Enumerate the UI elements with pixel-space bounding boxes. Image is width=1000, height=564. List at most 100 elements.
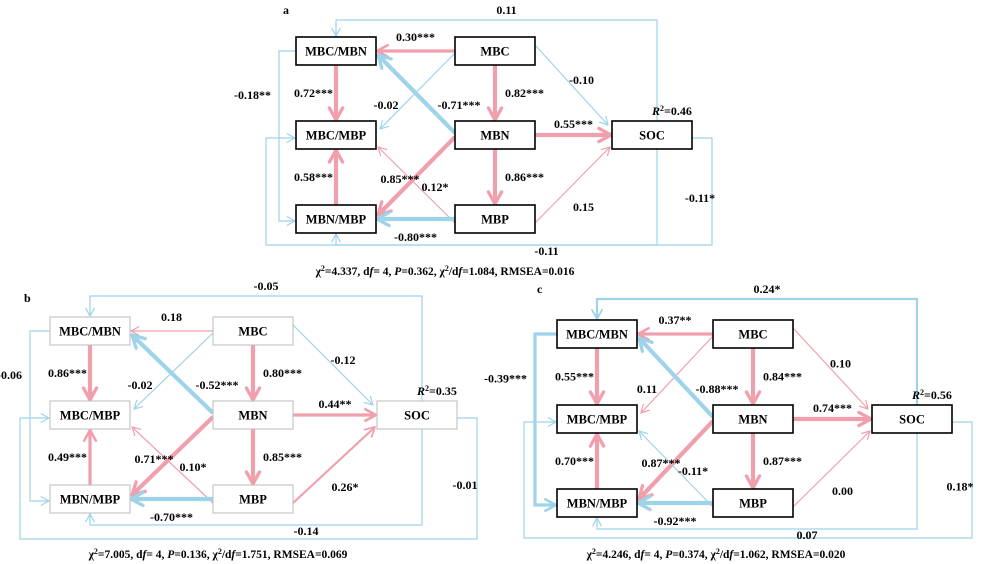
arrow-head xyxy=(130,326,140,336)
path-coefficient-label: -0.11* xyxy=(685,191,715,205)
path-mbc-mbn-to-mbn-mbp xyxy=(29,330,50,502)
path-coefficient-label: -0.39*** xyxy=(484,372,527,386)
path-coefficient-label: 0.82*** xyxy=(505,86,544,100)
path-coefficient-label: 0.85*** xyxy=(381,172,420,186)
arrow-head xyxy=(40,413,50,423)
node-box xyxy=(712,319,794,349)
node-label: MBN/MBP xyxy=(60,493,121,507)
arrow-head xyxy=(636,494,652,512)
arrow-head xyxy=(331,233,341,243)
node-label: MBC/MBN xyxy=(59,325,121,339)
arrow-head xyxy=(588,390,606,406)
node-mbn-mbp: MBN/MBP xyxy=(556,488,638,518)
node-mbn: MBN xyxy=(454,120,536,150)
path-mbc-to-soc xyxy=(292,324,374,406)
panel-letter: c xyxy=(537,282,543,296)
arrow-head xyxy=(376,53,393,70)
arrow-head xyxy=(638,430,649,441)
node-label: SOC xyxy=(404,409,430,423)
path-coefficient-label: -0.06 xyxy=(0,368,22,382)
path-mbp-to-mbc-mbp xyxy=(131,426,214,504)
node-box xyxy=(212,316,294,346)
node-label: SOC xyxy=(899,413,925,427)
arrow-head xyxy=(860,430,871,441)
arrow-head xyxy=(363,426,376,438)
arrow-head xyxy=(85,513,95,523)
arrow-head xyxy=(129,490,145,508)
model-fit-statistics: χ2=7.005, df= 4, P=0.136, χ2/df=1.751, R… xyxy=(88,547,348,561)
arrow-head xyxy=(598,115,609,126)
path-coefficient-label: -0.14 xyxy=(294,524,319,538)
path-coefficient-label: 0.15 xyxy=(573,200,594,214)
path-mbc-to-soc xyxy=(792,327,869,410)
node-label: MBC/MBP xyxy=(60,409,121,423)
arrow-head xyxy=(744,390,762,406)
arrow-head xyxy=(637,336,654,353)
path-coefficient-label: -0.80*** xyxy=(394,230,437,244)
path-coefficient-label: -0.01 xyxy=(453,478,478,492)
arrow-head xyxy=(588,432,606,448)
node-box xyxy=(295,204,377,234)
arrow-head xyxy=(597,126,613,144)
path-mbn-to-mbc-mbn xyxy=(130,333,215,415)
path-coefficient-label: 0.07 xyxy=(797,528,818,542)
arrow-head xyxy=(591,308,603,320)
path-coefficient-label: 0.85*** xyxy=(263,450,302,464)
path-coefficient-label: 0.71*** xyxy=(135,452,174,466)
path-mbn-to-mbn-mbp xyxy=(637,419,715,501)
path-mbc-to-mbc-mbp xyxy=(133,332,214,410)
path-mbp-to-soc xyxy=(792,430,871,508)
path-coefficient-label: -0.10 xyxy=(569,73,594,87)
panel-letter: b xyxy=(24,291,31,305)
arrow-head xyxy=(377,146,388,157)
arrow-head xyxy=(82,428,98,442)
path-mbn-to-mbn-mbp xyxy=(376,135,457,217)
node-soc: SOC xyxy=(611,120,693,150)
node-mbn: MBN xyxy=(712,404,794,434)
path-coefficient-label: -0.88*** xyxy=(696,382,739,396)
node-label: MBC xyxy=(238,325,267,339)
path-soc-to-mbn-mbp xyxy=(89,429,423,526)
node-box xyxy=(871,404,953,434)
node-box xyxy=(295,120,377,150)
arrow-head xyxy=(375,210,391,228)
arrow-head xyxy=(130,333,147,350)
node-box xyxy=(376,400,458,430)
path-coefficient-label: 0.74*** xyxy=(813,401,852,415)
node-label: MBN/MBP xyxy=(306,213,367,227)
node-mbc-mbn: MBC/MBN xyxy=(295,36,377,66)
node-box xyxy=(556,404,638,434)
path-mbn-to-mbn-mbp xyxy=(130,415,215,497)
node-mbc-mbp: MBC/MBP xyxy=(556,404,638,434)
node-mbp: MBP xyxy=(454,204,536,234)
path-soc-to-mbc-mbp xyxy=(19,417,478,540)
node-mbc: MBC xyxy=(212,316,294,346)
node-soc: SOC xyxy=(871,404,953,434)
arrow-head xyxy=(364,407,378,423)
path-coefficient-label: 0.00 xyxy=(832,484,853,498)
node-mbn-mbp: MBN/MBP xyxy=(295,204,377,234)
node-label: MBP xyxy=(239,493,267,507)
path-mbc-to-mbc-mbp xyxy=(640,335,714,414)
path-mbc-to-soc xyxy=(534,44,609,126)
arrow-head xyxy=(81,386,99,402)
arrow-head xyxy=(857,410,873,428)
node-mbc: MBC xyxy=(712,319,794,349)
path-mbp-to-soc xyxy=(292,426,376,504)
path-coefficient-label: 0.44** xyxy=(319,397,352,411)
node-mbp: MBP xyxy=(212,484,294,514)
node-label: MBC xyxy=(480,45,509,59)
path-coefficient-label: -0.71*** xyxy=(438,98,481,112)
path-coefficient-label: -0.12 xyxy=(331,353,356,367)
node-box xyxy=(49,400,131,430)
r-squared-label: R2=0.56 xyxy=(911,388,952,402)
arrow-head xyxy=(544,497,558,513)
node-box xyxy=(295,36,377,66)
node-box xyxy=(212,400,294,430)
path-soc-to-mbn-mbp xyxy=(596,433,918,530)
path-soc-to-mbc-mbn xyxy=(89,295,423,401)
path-coefficient-label: 0.55*** xyxy=(554,117,593,131)
arrow-head xyxy=(327,106,345,122)
node-box xyxy=(454,120,536,150)
node-label: MBP xyxy=(481,213,509,227)
